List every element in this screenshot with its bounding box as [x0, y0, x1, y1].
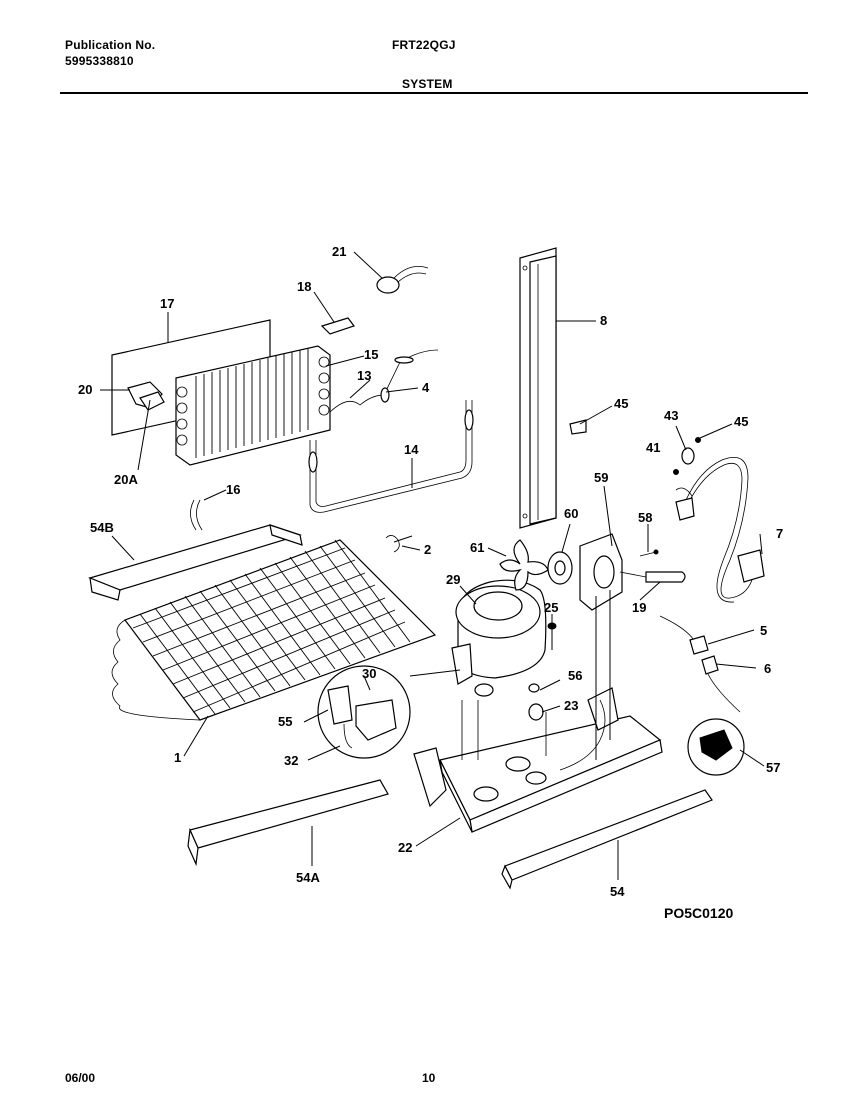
section-title: SYSTEM — [402, 77, 453, 91]
callout-56: 56 — [568, 668, 582, 683]
callout-18: 18 — [297, 279, 311, 294]
mounting-bolt — [547, 622, 557, 650]
callout-60: 60 — [564, 506, 578, 521]
condenser-bracket-top — [88, 524, 303, 601]
callout-7: 7 — [776, 526, 783, 541]
callout-13: 13 — [357, 368, 371, 383]
callout-8: 8 — [600, 313, 607, 328]
defrost-thermostat — [376, 265, 429, 294]
screw — [673, 437, 701, 475]
air-channel — [519, 247, 557, 529]
power-cord — [675, 456, 765, 603]
callout-21: 21 — [332, 244, 346, 259]
thermistor-clip — [320, 317, 355, 335]
callout-22: 22 — [398, 840, 412, 855]
compressor-base-pan — [413, 687, 663, 833]
callout-54: 54 — [610, 884, 625, 899]
defrost-heater — [308, 400, 474, 513]
evaporator-coil — [175, 345, 331, 466]
callout-58: 58 — [638, 510, 652, 525]
relay-detail-bubble — [317, 665, 411, 759]
callout-16: 16 — [226, 482, 240, 497]
compressor — [451, 579, 547, 697]
callout-5: 5 — [760, 623, 767, 638]
publication-label: Publication No. — [65, 38, 156, 52]
callout-45-screw: 45 — [614, 396, 628, 411]
callout-43: 43 — [664, 408, 678, 423]
publication-number: 5995338810 — [65, 54, 134, 68]
callout-57: 57 — [766, 760, 780, 775]
leader-lines — [100, 251, 765, 880]
front-rail-left — [187, 779, 389, 867]
cord-clamp — [681, 447, 695, 465]
callout-54a: 54A — [296, 870, 320, 885]
callout-41: 41 — [646, 440, 660, 455]
front-rail-right — [501, 789, 713, 890]
callout-23: 23 — [564, 698, 578, 713]
page-number: 10 — [422, 1071, 436, 1085]
drain-pan-detail — [687, 718, 745, 776]
callout-19: 19 — [632, 600, 646, 615]
heater-clip — [190, 499, 203, 531]
callout-20: 20 — [78, 382, 92, 397]
footer-date: 06/00 — [65, 1071, 96, 1085]
callout-2: 2 — [424, 542, 431, 557]
condenser-coil — [111, 539, 437, 721]
fan-blade — [499, 539, 549, 591]
callout-54b: 54B — [90, 520, 114, 535]
clip — [385, 535, 400, 553]
callout-14: 14 — [404, 442, 419, 457]
callout-4: 4 — [422, 380, 430, 395]
evaporator-clip — [127, 381, 165, 411]
figure-code: PO5C0120 — [664, 905, 733, 921]
callout-59: 59 — [594, 470, 608, 485]
callout-labels: 21 18 17 15 20 13 4 20A 14 16 54B 8 45 2… — [78, 244, 783, 899]
screw — [569, 419, 587, 435]
callout-25: 25 — [544, 600, 558, 615]
wiring-harness — [659, 615, 741, 713]
fan-motor — [547, 551, 573, 585]
callout-6: 6 — [764, 661, 771, 676]
callout-17: 17 — [160, 296, 174, 311]
callout-55: 55 — [278, 714, 292, 729]
callout-61: 61 — [470, 540, 484, 555]
model-number: FRT22QGJ — [392, 38, 456, 52]
callout-32: 32 — [284, 753, 298, 768]
callout-30: 30 — [362, 666, 376, 681]
callout-1: 1 — [174, 750, 181, 765]
callout-29: 29 — [446, 572, 460, 587]
callout-15: 15 — [364, 347, 378, 362]
fan-motor-bracket — [579, 533, 623, 760]
callout-45-cord: 45 — [734, 414, 748, 429]
callout-20a: 20A — [114, 472, 138, 487]
screw — [639, 549, 659, 557]
condenser-fan-shaft — [619, 571, 686, 583]
header-rule — [60, 92, 808, 94]
